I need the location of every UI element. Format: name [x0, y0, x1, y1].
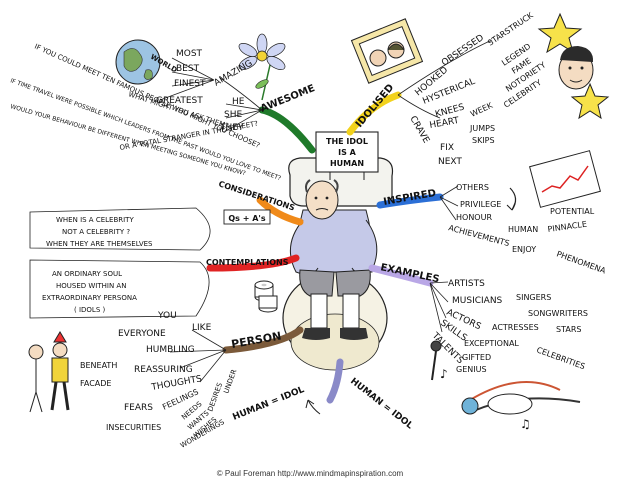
musicians-word: MUSICIANS — [452, 296, 503, 306]
achievements-word: ACHIEVEMENTS — [447, 223, 510, 248]
contemplation-2c: EXTRAORDINARY PERSONA — [42, 294, 137, 302]
qa-box: Qs + A's — [228, 214, 265, 223]
week-word: WEEK — [469, 101, 495, 119]
toilet-rolls — [254, 280, 278, 313]
contemplation-2a: AN ORDINARY SOUL — [52, 270, 122, 278]
examples-branch: EXAMPLES ARTISTS MUSICIANS ACTORS SKILLS… — [379, 262, 588, 431]
desires-word: DESIRES — [206, 381, 224, 412]
potential-word: POTENTIAL — [550, 207, 595, 216]
under-word: UNDER — [222, 368, 238, 394]
artists-word: ARTISTS — [448, 279, 485, 289]
center-line-2: IS A — [338, 148, 357, 157]
gifted-word: GIFTED — [462, 353, 491, 362]
awesome-label: AWESOME — [259, 83, 317, 115]
fears-word: FEARS — [124, 403, 153, 413]
best-word: BEST — [176, 64, 200, 74]
globe-image: WORLD — [115, 39, 179, 85]
branch-inspired — [376, 193, 444, 209]
contemplations-label: CONTEMPLATIONS — [206, 258, 289, 267]
contemplation-1b: NOT A CELEBRITY ? — [62, 228, 130, 236]
branch-contemplations — [206, 254, 300, 272]
finest-word: FINEST — [174, 79, 206, 89]
clown-people-image — [28, 331, 70, 413]
heart-word: HEART — [429, 116, 460, 131]
contemplation-2b: HOUSED WITHIN AN — [56, 282, 126, 290]
fix-word: FIX — [440, 143, 454, 153]
examples-label: EXAMPLES — [379, 262, 440, 285]
music-notes-icon: ♫ — [520, 417, 531, 431]
considerations-label: CONSIDERATIONS — [217, 179, 296, 212]
person-branch: PERSON YOU LIKE EVERYONE HUMBLING REASSU… — [28, 311, 282, 450]
exceptional-word: EXCEPTIONAL — [464, 339, 519, 348]
honour-word: HONOUR — [456, 213, 492, 222]
rising-graph-image — [506, 150, 601, 211]
everyone-word: EVERYONE — [118, 329, 166, 339]
obsessed-word: OBSESSED — [440, 33, 486, 68]
genius-word: GENIUS — [456, 365, 487, 374]
human-idol-branch: HUMAN = IDOL HUMAN = IDOL — [231, 376, 414, 431]
beneath-word: BENEATH — [80, 361, 117, 370]
branch-human-idol — [326, 358, 344, 404]
you-word: YOU — [157, 311, 177, 321]
credit-line: © Paul Foreman http://www.mindmapinspira… — [216, 469, 404, 478]
star-face-image — [537, 12, 610, 120]
starstruck-word: STARSTRUCK — [486, 10, 535, 47]
inspired-branch: INSPIRED OTHERS PRIVILEGE HONOUR ACHIEVE… — [383, 150, 607, 276]
singers-word: SINGERS — [516, 293, 551, 302]
celebrities-word: CELEBRITIES — [535, 345, 586, 371]
privilege-word: PRIVILEGE — [460, 200, 501, 209]
actresses-word: ACTRESSES — [492, 323, 539, 332]
stars-word: STARS — [556, 325, 581, 334]
branch-awesome — [258, 106, 316, 154]
he-word: HE — [232, 97, 245, 107]
music-note-icon: ♪ — [440, 367, 448, 381]
microphone-image: ♪ — [430, 340, 448, 381]
insecurities-word: INSECURITIES — [106, 423, 161, 432]
contemplation-1a: WHEN IS A CELEBRITY — [56, 216, 134, 224]
like-word: LIKE — [192, 323, 212, 333]
phenomena-word: PHENOMENA — [555, 249, 607, 275]
branch-examples — [368, 264, 434, 287]
contemplation-1c: WHEN THEY ARE THEMSELVES — [46, 240, 153, 248]
flower-image — [238, 33, 286, 101]
question-4: WOULD YOUR BEHAVIOUR BE DIFFERENT WHEN M… — [9, 103, 246, 177]
idolised-branch: IDOLISED HOOKED OBSESSED STARSTRUCK LEGE… — [350, 10, 610, 167]
art-brushes-image: ♫ — [461, 381, 581, 431]
songwriters-word: SONGWRITERS — [528, 309, 588, 318]
enjoy-word: ENJOY — [512, 245, 536, 254]
reassuring-word: REASSURING — [134, 365, 193, 375]
contemplations-branch: CONTEMPLATIONS WHEN IS A CELEBRITY NOT A… — [29, 207, 289, 319]
greatest-word: GREATEST — [156, 96, 203, 106]
humbling-word: HUMBLING — [146, 345, 195, 355]
human-word: HUMAN — [508, 225, 538, 234]
skips-word: SKIPS — [472, 136, 495, 145]
pinnacle-word: PINNACLE — [547, 220, 587, 234]
main-branches — [206, 91, 444, 404]
framed-photo-image — [350, 18, 424, 84]
facade-word: FACADE — [80, 379, 111, 388]
others-word: OTHERS — [456, 183, 489, 192]
branch-considerations — [256, 196, 304, 226]
idolised-label: IDOLISED — [354, 82, 396, 130]
jumps-word: JUMPS — [469, 124, 495, 133]
human-idol-right: HUMAN = IDOL — [348, 376, 414, 431]
branch-person — [222, 326, 304, 354]
center-line-1: THE IDOL — [326, 137, 368, 146]
human-idol-left: HUMAN = IDOL — [231, 385, 306, 423]
branch-idolised — [346, 91, 402, 136]
they-word: THEY — [219, 123, 244, 133]
crave-word: CRAVE — [407, 115, 431, 146]
next-word: NEXT — [438, 157, 462, 167]
center-line-3: HUMAN — [330, 159, 364, 168]
wonderings-word: WONDERINGS — [179, 418, 226, 450]
most-word: MOST — [176, 49, 203, 59]
she-word: SHE — [224, 110, 242, 120]
amazing-word: AMAZING — [213, 59, 255, 89]
contemplation-2d: ( IDOLS ) — [74, 306, 105, 314]
